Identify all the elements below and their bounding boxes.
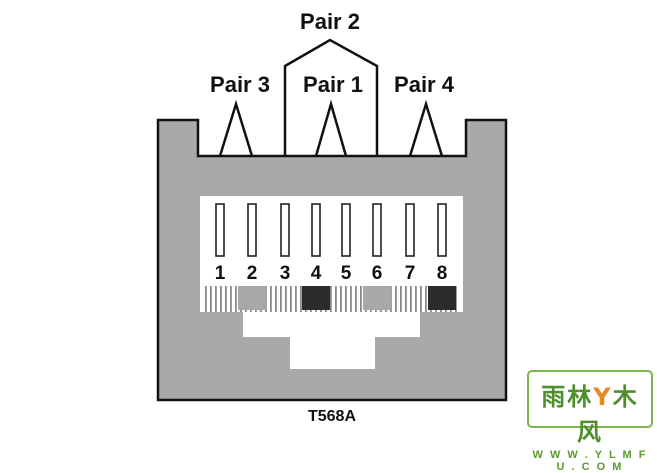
swatch-pin-8	[428, 286, 456, 310]
watermark-char: 木	[612, 383, 639, 411]
latch-tab	[243, 312, 420, 369]
pin-number-5: 5	[341, 263, 352, 284]
pin-number-1: 1	[215, 263, 226, 284]
watermark-char: 风	[577, 418, 603, 446]
pair-2-label: Pair 2	[300, 9, 360, 34]
contact-pin-5	[341, 203, 351, 257]
swatch-pin-2	[238, 286, 266, 310]
contact-pin-6	[372, 203, 382, 257]
watermark-logo-text: 雨林Y木风	[529, 377, 651, 447]
pin-number-6: 6	[372, 263, 383, 284]
pair-4-connector	[408, 99, 444, 157]
contact-pin-7	[405, 203, 415, 257]
swatch-pin-4	[302, 286, 330, 310]
contact-pin-1	[215, 203, 225, 257]
pair-1-connector	[314, 99, 348, 157]
swatch-pin-6	[363, 286, 391, 310]
pair-3-connector	[218, 99, 254, 157]
pair-4-label: Pair 4	[394, 72, 455, 97]
pin-number-2: 2	[247, 263, 258, 284]
pin-number-3: 3	[280, 263, 291, 284]
contact-pin-4	[311, 203, 321, 257]
pin-number-7: 7	[405, 263, 416, 284]
pin-number-4: 4	[311, 263, 322, 284]
wire-color-swatches	[204, 286, 460, 312]
watermark-char: 雨	[541, 383, 568, 411]
watermark-url: W W W . Y L M F U . C O M	[532, 449, 648, 473]
standard-caption: T568A	[308, 408, 356, 425]
contact-pins	[215, 203, 447, 257]
pair-3-label: Pair 3	[210, 72, 270, 97]
contact-pin-3	[280, 203, 290, 257]
pair-connectors	[218, 38, 444, 157]
pin-number-8: 8	[437, 263, 448, 284]
watermark-logo: 雨林Y木风 W W W . Y L M F U . C O M	[527, 370, 653, 473]
pair-1-label: Pair 1	[303, 72, 363, 97]
watermark-char: 林	[567, 383, 594, 411]
contact-pin-2	[247, 203, 257, 257]
pair-2-connector	[283, 38, 379, 156]
contact-pin-8	[437, 203, 447, 257]
watermark-char: Y	[593, 383, 613, 411]
